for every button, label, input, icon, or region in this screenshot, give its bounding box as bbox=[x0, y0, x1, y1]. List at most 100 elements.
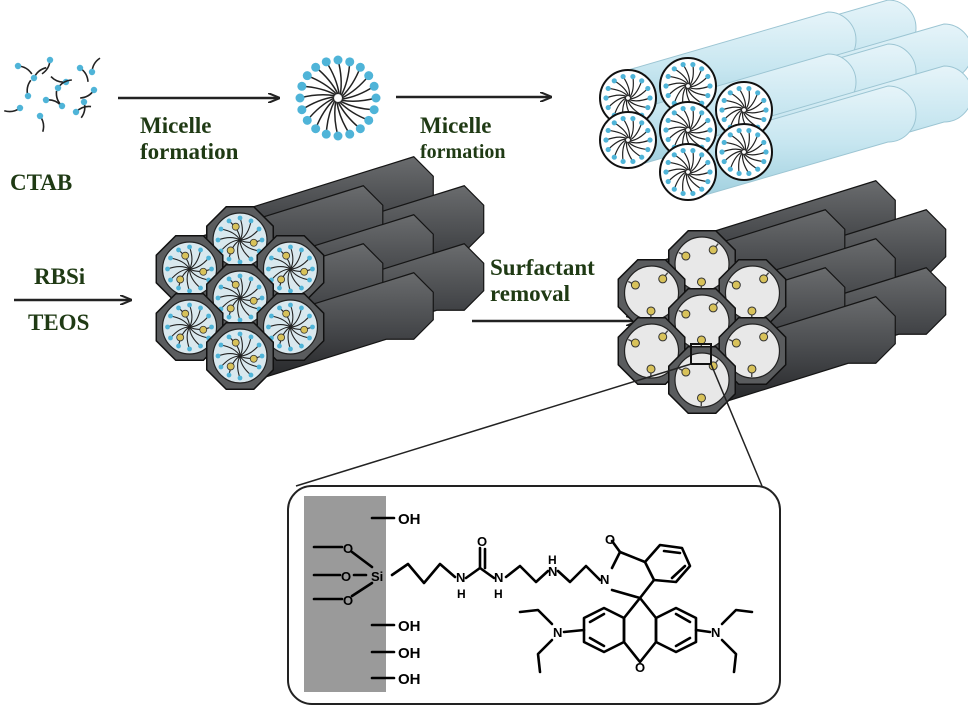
oxygen-label: O bbox=[477, 534, 487, 549]
template-head bbox=[226, 218, 232, 224]
template-head bbox=[176, 343, 181, 349]
rod-surfactant-head bbox=[721, 158, 727, 165]
template-head bbox=[168, 255, 173, 261]
rod-surfactant-head bbox=[639, 78, 645, 84]
rod-surfactant-head bbox=[639, 154, 645, 160]
template-head bbox=[307, 277, 312, 283]
template-head bbox=[176, 247, 181, 253]
rod-surfactant-head bbox=[603, 95, 609, 101]
micelle-head bbox=[333, 131, 343, 141]
micelle-head bbox=[355, 62, 365, 72]
grafted-rbsi-dot bbox=[681, 309, 691, 319]
ctab-head bbox=[14, 62, 22, 70]
grafted-rbsi-dot bbox=[696, 277, 706, 287]
micelle-formation-label-1-line2: formation bbox=[140, 139, 239, 164]
micelle-tail bbox=[340, 61, 351, 96]
template-head bbox=[256, 226, 262, 232]
grafted-rbsi-dot bbox=[708, 303, 718, 313]
nitrogen-label: N bbox=[711, 625, 720, 640]
rod-surfactant-head bbox=[630, 115, 636, 122]
micelle-formation-label-1-line1: Micelle bbox=[140, 113, 212, 138]
template-head bbox=[310, 324, 315, 330]
hydroxyl-label: OH bbox=[398, 511, 421, 528]
rod-surfactant-head bbox=[721, 97, 727, 104]
rod-surfactant-head bbox=[746, 85, 752, 92]
rod-surfactant-head bbox=[690, 147, 696, 154]
ctab-head bbox=[90, 86, 98, 94]
rod-surfactant-head bbox=[663, 169, 669, 175]
template-head bbox=[218, 226, 224, 232]
ctab-head bbox=[24, 92, 32, 100]
ctab-head bbox=[46, 56, 54, 64]
rbsi-group-dot bbox=[226, 246, 235, 255]
template-head bbox=[256, 342, 262, 348]
rod-surfactant-head bbox=[665, 73, 671, 80]
template-head bbox=[168, 313, 173, 319]
micelle-tail bbox=[325, 100, 336, 135]
rbsi-group-dot bbox=[176, 275, 185, 284]
rod-surfactant-head bbox=[611, 120, 617, 126]
micelle-head bbox=[364, 71, 374, 81]
nitrogen-label: N bbox=[456, 570, 465, 585]
oxygen-label: O bbox=[341, 569, 351, 584]
rod-surfactant-head bbox=[630, 73, 636, 80]
ctab-head bbox=[80, 98, 88, 106]
rbsi-group-dot bbox=[231, 338, 240, 347]
silicon-label: Si bbox=[371, 569, 383, 584]
template-head bbox=[226, 372, 232, 378]
rbsi-chemical-structure bbox=[312, 516, 754, 680]
template-head bbox=[269, 313, 274, 319]
template-head bbox=[288, 302, 293, 308]
template-head bbox=[176, 305, 181, 311]
rbsi-group-dot bbox=[199, 267, 208, 276]
grafted-rbsi-dot bbox=[646, 364, 656, 374]
template-head bbox=[165, 266, 170, 272]
template-head bbox=[198, 285, 203, 291]
ctab-head bbox=[16, 104, 24, 112]
template-head bbox=[209, 324, 214, 330]
template-head bbox=[269, 255, 274, 261]
hydrogen-label: H bbox=[548, 553, 557, 567]
rbsi-group-dot bbox=[231, 222, 240, 231]
micelle-head bbox=[333, 55, 343, 65]
rod-surfactant-head bbox=[647, 95, 653, 101]
grafted-rbsi-dot bbox=[681, 251, 691, 261]
ctab-head bbox=[76, 64, 84, 72]
template-head bbox=[248, 276, 254, 282]
oxygen-label: O bbox=[605, 532, 615, 547]
rod-surfactant-head bbox=[690, 190, 696, 197]
template-head bbox=[198, 305, 203, 311]
rod-surfactant-head bbox=[605, 127, 611, 134]
rod-surfactant-head bbox=[761, 139, 767, 146]
template-head bbox=[218, 284, 224, 290]
rbsi-group-dot bbox=[249, 296, 258, 305]
template-head bbox=[266, 266, 271, 272]
surfactant-removal-label: Surfactant removal bbox=[490, 255, 595, 307]
template-head bbox=[237, 273, 243, 279]
zoom-region-marker bbox=[690, 343, 712, 365]
rod-surfactant-head bbox=[746, 170, 752, 177]
rod-surfactant-head bbox=[719, 107, 725, 113]
rod-surfactant-head bbox=[761, 116, 767, 123]
rbsi-group-dot bbox=[277, 333, 286, 342]
rod-surfactant-head bbox=[705, 159, 711, 166]
template-head bbox=[288, 288, 293, 294]
micelle-tail bbox=[325, 61, 340, 95]
rod-end-face bbox=[599, 111, 657, 169]
rod-surfactant-head bbox=[680, 147, 686, 154]
nitrogen-label: N bbox=[553, 625, 562, 640]
template-head bbox=[277, 305, 282, 311]
rod-surfactant-head bbox=[755, 90, 761, 96]
rbsi-group-dot bbox=[300, 325, 309, 334]
rod-surfactant-head bbox=[665, 117, 671, 124]
micelle-tail bbox=[340, 100, 375, 111]
grafted-rbsi-dot bbox=[646, 306, 656, 316]
rod-surfactant-head bbox=[671, 66, 677, 72]
grafted-rbsi-dot bbox=[696, 335, 706, 345]
rbsi-group-dot bbox=[249, 354, 258, 363]
micelle-formation-label-2: Micelle formation bbox=[420, 113, 506, 165]
micelle-head bbox=[321, 129, 331, 139]
ctab-label: CTAB bbox=[10, 170, 73, 195]
rod-micelle-bundle bbox=[599, 0, 968, 201]
